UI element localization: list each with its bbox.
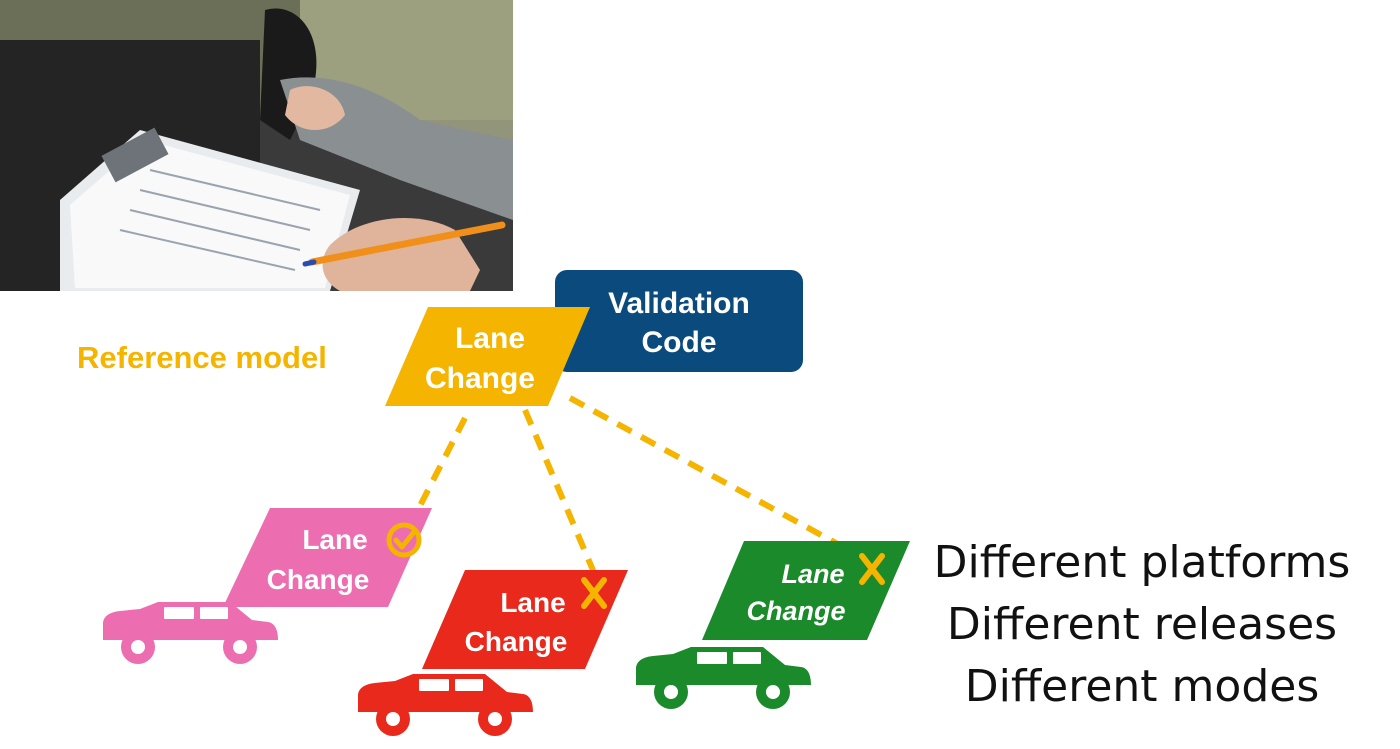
- difference-platforms: Different platforms: [933, 537, 1351, 588]
- variant-red: Lane Change: [422, 570, 628, 669]
- check-icon: [386, 522, 422, 558]
- difference-modes: Different modes: [964, 661, 1320, 712]
- cross-icon: [581, 577, 607, 609]
- variant-red-line2: Change: [465, 626, 568, 657]
- reference-lane-change-box: Lane Change: [385, 307, 590, 406]
- cross-icon: [859, 553, 885, 585]
- validation-code-box: Validation Code: [555, 270, 803, 372]
- reference-line2: Change: [425, 362, 535, 395]
- validation-line2: Code: [642, 326, 717, 359]
- variant-green: Lane Change: [702, 541, 910, 640]
- car-red-icon: [358, 674, 533, 736]
- variant-pink-line1: Lane: [302, 524, 367, 555]
- variant-red-line1: Lane: [500, 587, 565, 618]
- car-pink-icon: [103, 602, 278, 664]
- difference-releases: Different releases: [946, 599, 1338, 650]
- car-green-icon: [636, 647, 811, 709]
- connector-red: [522, 408, 598, 577]
- variant-pink-line2: Change: [267, 564, 370, 595]
- variant-green-line2: Change: [746, 596, 845, 626]
- validation-line1: Validation: [608, 287, 750, 320]
- differences-list: Different platforms Different releases D…: [932, 532, 1352, 718]
- connector-green: [568, 395, 847, 551]
- variant-green-line1: Lane: [781, 559, 844, 589]
- driving-test-photo: [0, 0, 513, 291]
- variant-pink: Lane Change: [223, 508, 432, 607]
- reference-line1: Lane: [455, 322, 525, 355]
- reference-model-label: Reference model: [77, 340, 327, 375]
